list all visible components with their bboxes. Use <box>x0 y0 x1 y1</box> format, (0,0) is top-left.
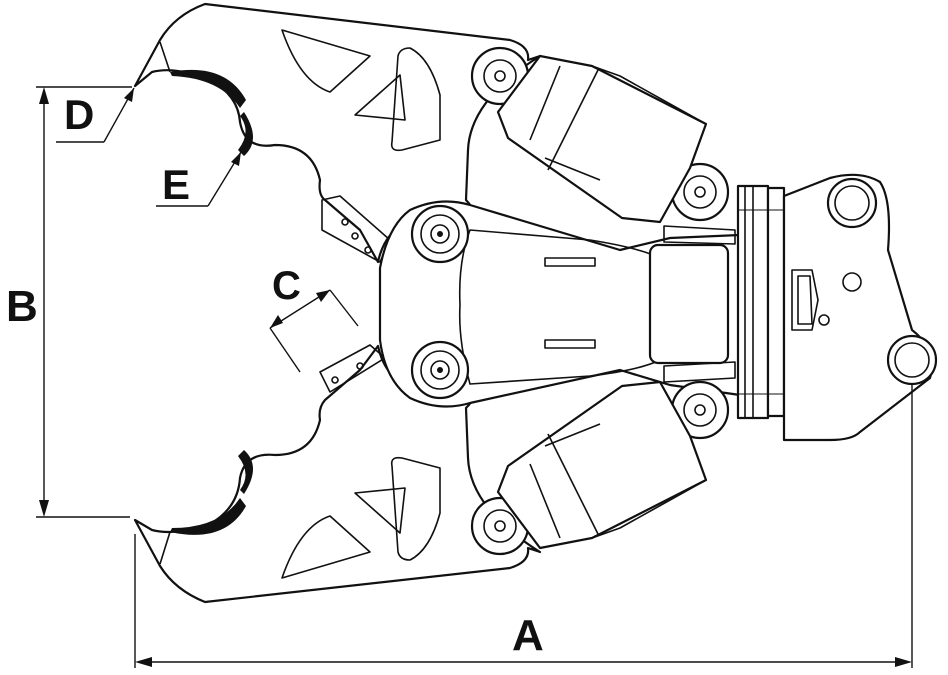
upper-hydraulic-cylinder <box>470 46 730 224</box>
upper-jaw <box>133 2 542 264</box>
upper-pivot-bolt <box>410 204 470 264</box>
dimension-label-d: D <box>64 91 95 138</box>
central-body <box>378 200 742 408</box>
lower-pivot-bolt <box>410 340 470 400</box>
dimension-label-e: E <box>162 161 191 208</box>
dimension-e <box>156 151 242 207</box>
lower-hydraulic-cylinder <box>470 380 730 556</box>
dimension-label-a: A <box>512 611 544 660</box>
dimension-d <box>56 87 135 143</box>
mounting-bracket <box>782 173 938 442</box>
lower-jaw <box>133 344 542 604</box>
dimension-a <box>134 384 913 668</box>
dimension-b <box>36 86 132 518</box>
dimension-c <box>269 289 359 373</box>
rotator-flange <box>736 184 786 420</box>
dimension-label-b: B <box>6 282 38 331</box>
dimension-label-c: C <box>272 264 301 308</box>
